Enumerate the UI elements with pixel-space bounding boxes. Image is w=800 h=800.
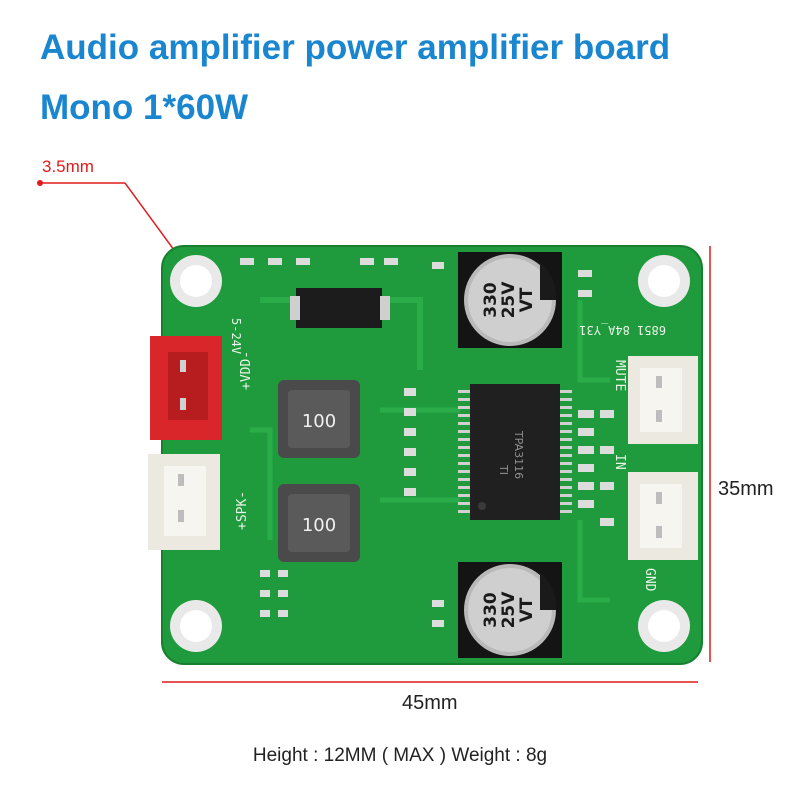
chip-pin [458,486,472,489]
mounting-hole-bottom-right [638,600,690,652]
silk-voltage-label: 5-24V [229,318,243,354]
page-subtitle: Mono 1*60W [40,88,249,127]
chip-pin [458,478,472,481]
capacitor-bottom-label-2: 25V [499,591,519,629]
chip-pin [458,502,472,505]
silk-mute-label: MUTE [612,360,627,391]
page-title: Audio amplifier power amplifier board [40,28,671,67]
silk-vdd-label: +VDD- [239,351,254,390]
smd-components [240,258,614,627]
capacitor-bottom-label-3: VT [517,597,537,622]
speaker-connector[interactable] [148,454,220,550]
chip-pin [558,414,572,417]
chip-pin [558,406,572,409]
chip-pin [558,390,572,393]
hole-diameter-label: 3.5mm [42,157,94,176]
inductor-top [278,380,360,458]
inductor-top-label: 100 [302,411,336,432]
inductor-bottom [278,484,360,562]
chip-pin [558,446,572,449]
mounting-hole-top-left [170,255,222,307]
chip-pin [458,470,472,473]
power-connector-red[interactable] [150,336,222,440]
chip-pin [458,414,472,417]
chip-pin [458,438,472,441]
chip-pin [558,438,572,441]
chip-pin [458,510,472,513]
chip-pin [558,398,572,401]
capacitor-top-label-2: 25V [499,281,519,319]
regulator-chip [290,288,390,328]
chip-pin [458,398,472,401]
mute-connector[interactable] [628,356,698,444]
width-dimension-label: 45mm [402,692,458,714]
chip-pin [558,478,572,481]
chip-pin [558,502,572,505]
chip-pin [558,470,572,473]
chip-marking-2: TI [497,464,510,475]
chip-pin [458,446,472,449]
capacitor-bottom [458,562,562,658]
capacitor-top-label-3: VT [517,287,537,312]
chip-pin [558,486,572,489]
chip-pin [558,494,572,497]
height-dimension-label: 35mm [718,478,774,500]
chip-pin [458,494,472,497]
chip-pin [458,454,472,457]
chip-pin [458,406,472,409]
chip-pin [458,422,472,425]
input-connector[interactable] [628,472,698,560]
mounting-hole-top-right [638,255,690,307]
silk-board-id: 6851 84A_Y31 [579,323,666,337]
chip-pin [458,462,472,465]
chip-pin [558,422,572,425]
mounting-hole-bottom-left [170,600,222,652]
capacitor-top [458,252,562,348]
chip-pin [558,462,572,465]
specs-footer: Height : 12MM ( MAX ) Weight : 8g [252,745,548,766]
silk-in-label: IN [612,454,627,470]
silk-spk-label: +SPK- [235,491,250,530]
capacitor-top-label-1: 330 [481,282,501,318]
chip-pin [558,510,572,513]
chip-pin [458,430,472,433]
chip-pin [558,454,572,457]
hole-annotation [37,180,186,266]
inductor-bottom-label: 100 [302,515,336,536]
chip-marking-1: TPA3116 [512,430,525,479]
capacitor-bottom-label-1: 330 [481,592,501,628]
chip-pin [458,390,472,393]
amplifier-chip [458,384,572,520]
silk-gnd-label: GND [642,568,657,592]
chip-pin [558,430,572,433]
